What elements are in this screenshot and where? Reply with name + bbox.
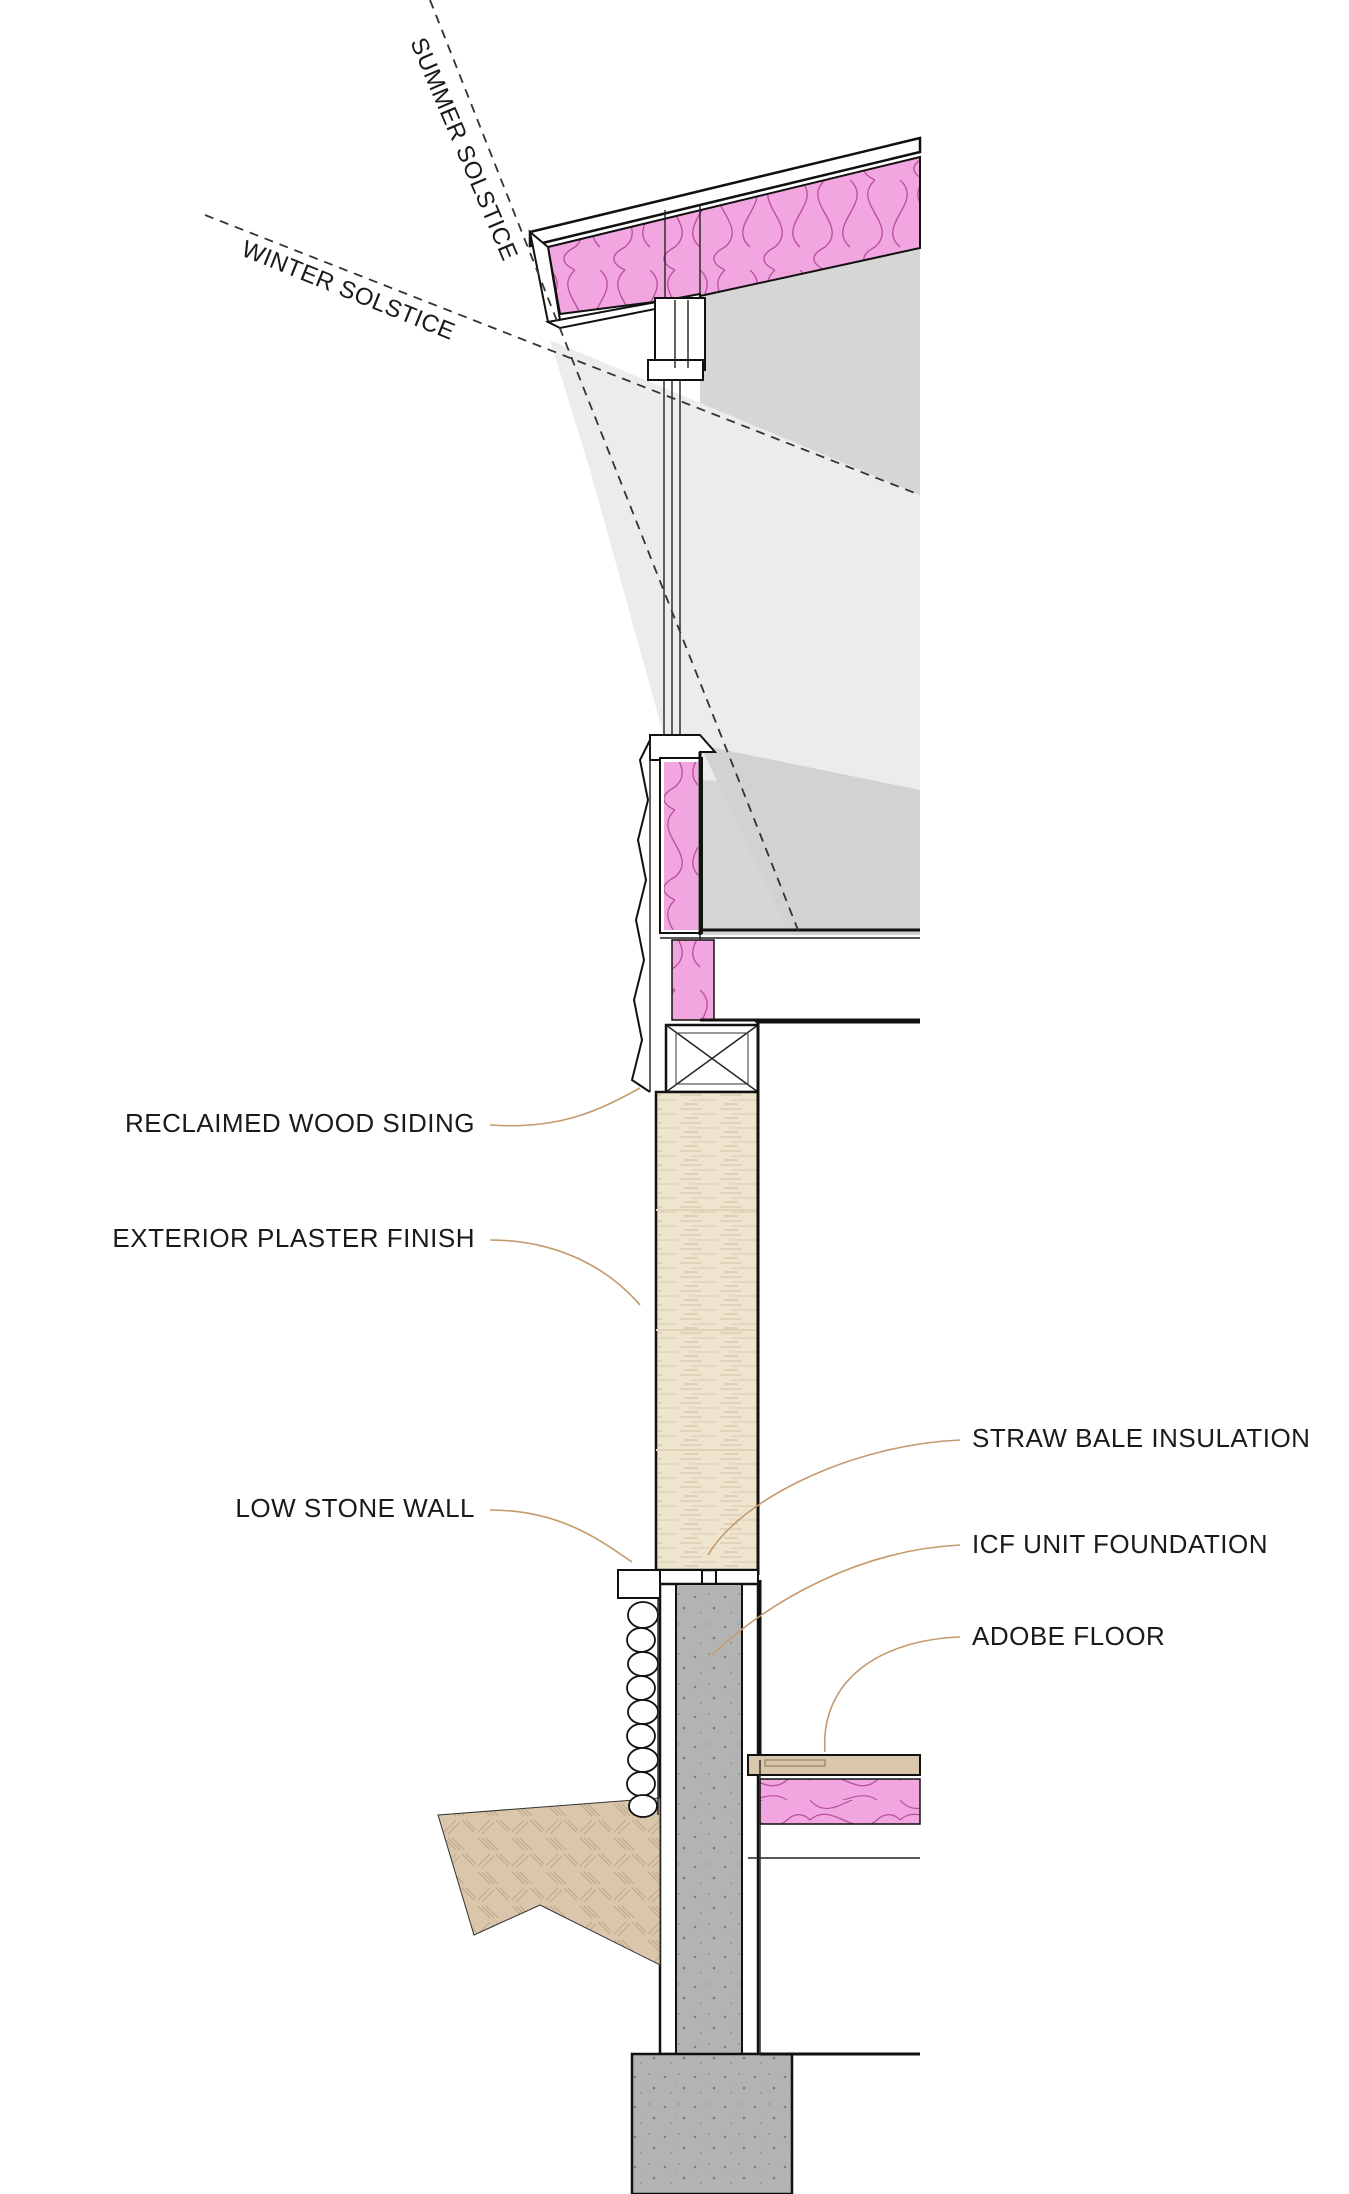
adobe-floor-slab xyxy=(747,1754,921,2056)
label-low-stone-wall: LOW STONE WALL xyxy=(235,1493,475,1523)
leader-exterior-plaster-finish xyxy=(489,1239,641,1306)
window-glazing xyxy=(663,380,681,740)
footing xyxy=(630,2052,794,2194)
summer-solstice-line xyxy=(429,0,801,936)
window-head xyxy=(647,297,706,381)
leader-low-stone-wall xyxy=(489,1509,633,1563)
leader-adobe-floor xyxy=(824,1636,961,1753)
interior-shadow xyxy=(550,205,920,935)
leader-icf-unit-foundation xyxy=(711,1544,961,1656)
floor-band xyxy=(660,935,920,1023)
siding xyxy=(630,739,651,1093)
callout-labels: RECLAIMED WOOD SIDING EXTERIOR PLASTER F… xyxy=(112,1108,1310,1651)
label-reclaimed-wood-siding: RECLAIMED WOOD SIDING xyxy=(125,1108,475,1138)
icf-foundation xyxy=(658,1582,760,2056)
stone-wall xyxy=(617,1569,661,1818)
callout-leaders xyxy=(489,1087,961,1753)
sill-plates xyxy=(659,1569,759,1585)
leader-reclaimed-wood-siding xyxy=(489,1087,641,1127)
winter-solstice-label: WINTER SOLSTICE xyxy=(238,236,459,346)
straw-bale-wall xyxy=(654,1020,920,1760)
soil xyxy=(437,1797,661,1966)
label-adobe-floor: ADOBE FLOOR xyxy=(972,1621,1165,1651)
label-icf-unit-foundation: ICF UNIT FOUNDATION xyxy=(972,1529,1268,1559)
label-straw-bale-insulation: STRAW BALE INSULATION xyxy=(972,1423,1310,1453)
label-exterior-plaster-finish: EXTERIOR PLASTER FINISH xyxy=(112,1223,475,1253)
leader-straw-bale-insulation xyxy=(707,1439,961,1556)
rim-beam xyxy=(664,1023,760,1094)
sun-angle-lines xyxy=(204,0,921,936)
summer-solstice-label: SUMMER SOLSTICE xyxy=(404,34,522,265)
